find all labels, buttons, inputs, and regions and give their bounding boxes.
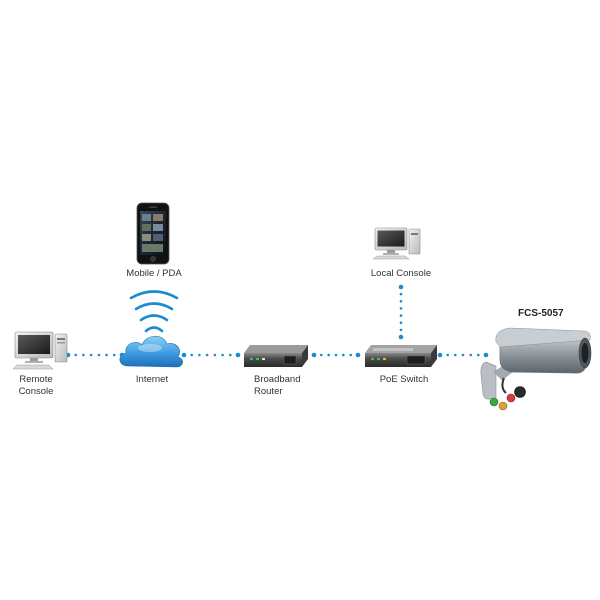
connector-dot [327,353,331,357]
connector-dot [399,314,403,317]
connector-dot [399,328,403,332]
connector-dot [399,292,403,296]
connector-dot [399,300,403,303]
camera-model-label: FCS-5057 [518,308,564,319]
connector-dot [461,353,465,357]
connector-dot [190,353,193,357]
connector-dot [398,334,404,340]
connector-dot [105,353,108,357]
smartphone-icon [136,202,170,265]
poe-switch-label: PoE Switch [379,374,429,385]
connector-dot [446,353,450,357]
connector-dot [334,353,338,357]
connector-dot [97,353,101,357]
connector-dot [398,284,404,290]
remote-console-label-line2: Console [18,386,54,397]
connector-dot [320,353,323,357]
connector-dot [205,353,209,357]
connector-dot [213,353,217,357]
connector-dot [229,353,232,357]
cloud-icon [119,335,183,368]
link-switch-camera [437,352,489,358]
router-label-line2: Router [254,386,283,397]
connector-dot [399,307,403,310]
local-console-icon [372,227,421,260]
connector-dot [454,353,457,357]
connector-dot [399,321,403,325]
connector-dot [483,352,489,358]
bullet-camera-icon [480,327,592,411]
connector-dot [355,352,361,358]
remote-console-label: Remote Console [12,374,60,398]
connector-dot [221,353,224,357]
link-internet-router [181,352,241,358]
connector-dot [198,353,201,357]
connector-dot [82,353,85,357]
connector-dot [349,353,353,357]
remote-console-icon [12,331,68,370]
connector-dot [437,352,443,358]
link-router-switch [311,352,361,358]
internet-label: Internet [135,374,169,385]
wifi-signal-icon [129,290,179,333]
network-switch-icon [365,345,437,367]
mobile-label: Mobile / PDA [126,268,182,279]
connector-dot [469,353,473,357]
router-label: Broadband Router [254,374,314,398]
link-localconsole-switch [398,284,404,340]
router-label-line1: Broadband [254,374,301,385]
connector-dot [74,353,77,357]
connector-dot [477,353,480,357]
connector-dot [113,353,116,357]
router-icon [244,345,308,367]
connector-dot [181,352,187,358]
remote-console-label-line1: Remote [19,374,53,385]
link-remote-internet [65,352,125,358]
local-console-label: Local Console [370,268,432,279]
connector-dot [311,352,317,358]
connector-dot [89,353,93,357]
connector-dot [342,353,345,357]
connector-dot [235,352,241,358]
